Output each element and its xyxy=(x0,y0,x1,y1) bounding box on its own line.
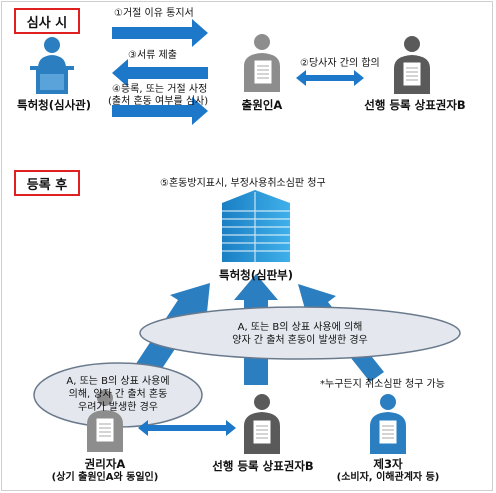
ellipse-small-text-line3: 우려가 발생한 경우 xyxy=(78,402,158,413)
step3-label: ③서류 제출 xyxy=(128,50,177,61)
ellipse-big-text-line1: A, 또는 B의 상표 사용에 의해 xyxy=(237,322,363,333)
prior-holder-b-icon xyxy=(394,36,430,94)
step4-label-line2: (출처 혼동 여부를 심사) xyxy=(108,96,209,107)
third-party-label: 제3자 xyxy=(373,457,403,471)
arrow-step1-right xyxy=(112,19,208,47)
ellipse-big-text-line2: 양자 간 출처 혼동이 발생한 경우 xyxy=(232,335,368,346)
ellipse-big xyxy=(139,306,461,360)
registered-tag: 등록 후 xyxy=(14,170,80,196)
ellipse-small-text-line1: A, 또는 B의 상표 사용에 xyxy=(66,376,170,387)
review-tag: 심사 시 xyxy=(14,8,80,34)
tribunal-building-icon xyxy=(222,190,290,262)
third-party-icon xyxy=(370,394,406,454)
ellipse-small-text-line2: 의해, 양자 간 출처 혼동 xyxy=(68,389,168,400)
step4-label-line1: ④등록, 또는 거절 사정 xyxy=(112,84,208,95)
applicant-a-icon xyxy=(244,34,280,92)
applicant-a-label: 출원인A xyxy=(241,98,283,112)
right-holder-a-icon xyxy=(87,390,123,452)
step5-label: ⑤혼동방지표시, 부정사용취소심판 청구 xyxy=(160,178,326,189)
examiner-icon xyxy=(30,37,74,94)
prior-holder-b-label: 선행 등록 상표권자B xyxy=(364,98,466,112)
arrow-step4-right xyxy=(112,97,208,125)
right-holder-a-label: 권리자A xyxy=(84,457,126,471)
step1-label: ①거절 이유 통지서 xyxy=(114,8,194,19)
arrow-agreement-double xyxy=(296,70,364,86)
arrow-step3-left xyxy=(112,59,208,87)
third-party-sublabel: (소비자, 이해관계자 등) xyxy=(336,472,440,483)
right-holder-a-sublabel: (상기 출원인A와 동일인) xyxy=(51,472,159,483)
examiner-label: 특허청(심사관) xyxy=(17,98,91,112)
tribunal-label: 특허청(심판부) xyxy=(219,268,293,282)
prior-holder-b-bottom-icon xyxy=(244,394,280,454)
arrow-bottom-double xyxy=(138,420,236,436)
prior-holder-b-bottom-label: 선행 등록 상표권자B xyxy=(212,459,314,473)
anyone-note: *누구든지 취소심판 청구 가능 xyxy=(320,379,445,390)
step2-label: ②당사자 간의 합의 xyxy=(300,58,380,69)
